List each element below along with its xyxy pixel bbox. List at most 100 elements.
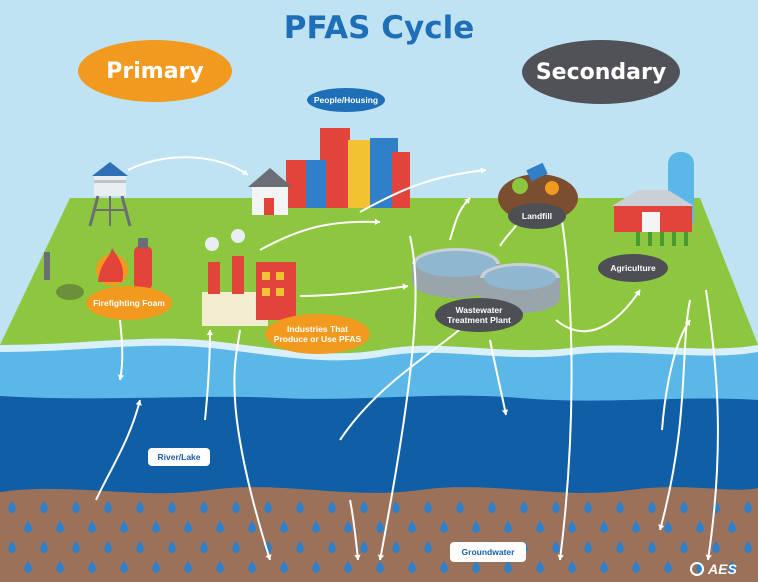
river-lake-label: River/Lake — [148, 448, 210, 466]
water-droplet-icon — [280, 521, 288, 533]
water-droplet-icon — [312, 561, 320, 573]
arrowhead-icon — [242, 169, 248, 175]
water-droplet-icon — [600, 521, 608, 533]
water-droplet-icon — [728, 521, 736, 533]
water-droplet-icon — [600, 561, 608, 573]
water-droplet-icon — [520, 501, 528, 513]
water-droplet-icon — [360, 541, 368, 553]
water-tower-icon — [88, 162, 132, 227]
arrowhead-icon — [117, 374, 125, 380]
water-droplet-icon — [8, 541, 16, 553]
water-droplet-icon — [392, 541, 400, 553]
firefighting-foam-label: Firefighting Foam — [86, 286, 172, 320]
water-droplet-icon — [504, 521, 512, 533]
city-buildings-icon — [248, 128, 410, 215]
water-droplet-icon — [120, 561, 128, 573]
water-droplet-icon — [728, 561, 736, 573]
water-droplet-icon — [440, 561, 448, 573]
water-droplet-icon — [536, 521, 544, 533]
water-droplet-icon — [376, 521, 384, 533]
water-droplet-icon — [616, 541, 624, 553]
water-droplet-icon — [488, 501, 496, 513]
water-droplet-icon — [632, 561, 640, 573]
water-droplet-icon — [56, 521, 64, 533]
water-droplet-icon — [376, 561, 384, 573]
water-droplet-icon — [136, 501, 144, 513]
water-droplet-icon — [632, 521, 640, 533]
industries-label: Industries That Produce or Use PFAS — [265, 314, 370, 354]
arrowhead-icon — [206, 330, 214, 336]
water-droplet-icon — [248, 521, 256, 533]
water-droplet-icon — [664, 561, 672, 573]
agriculture-label: Agriculture — [598, 254, 668, 282]
water-droplet-icon — [88, 561, 96, 573]
water-droplet-icon — [408, 561, 416, 573]
water-droplet-icon — [568, 561, 576, 573]
water-droplet-icon — [216, 561, 224, 573]
flow-arrows — [95, 156, 719, 561]
aes-logo: AES — [690, 560, 748, 578]
water-droplet-icon — [104, 501, 112, 513]
arrowhead-icon — [480, 167, 486, 174]
wastewater-tanks-icon — [412, 248, 560, 313]
river-deep-layer — [0, 392, 758, 497]
water-droplet-icon — [424, 541, 432, 553]
water-droplet-icon — [680, 501, 688, 513]
water-droplet-icon — [120, 521, 128, 533]
water-droplet-icon — [72, 501, 80, 513]
water-droplet-icon — [568, 521, 576, 533]
water-droplet-icon — [392, 501, 400, 513]
arrowhead-icon — [501, 409, 509, 415]
water-droplet-icon — [504, 561, 512, 573]
water-droplet-icon — [72, 541, 80, 553]
water-droplet-icon — [344, 561, 352, 573]
water-droplet-icon — [680, 541, 688, 553]
water-droplet-icon — [328, 541, 336, 553]
land-surface — [0, 198, 758, 354]
logo-text: AES — [708, 561, 737, 577]
arrowhead-icon — [557, 554, 564, 560]
water-droplet-icon — [40, 501, 48, 513]
water-droplet-icon — [8, 501, 16, 513]
water-droplet-icon — [104, 541, 112, 553]
water-droplet-icon — [24, 561, 32, 573]
water-droplet-icon — [584, 541, 592, 553]
arrowhead-icon — [684, 320, 690, 326]
water-droplet-icon — [152, 561, 160, 573]
secondary-sources-badge: Secondary — [522, 40, 680, 104]
arrowhead-icon — [464, 198, 470, 204]
water-droplet-icon — [40, 541, 48, 553]
water-droplet-icon — [296, 541, 304, 553]
water-droplet-icon — [360, 501, 368, 513]
arrowhead-icon — [354, 554, 361, 560]
water-droplet-icon — [696, 521, 704, 533]
factory-icon — [202, 229, 296, 326]
water-droplet-icon — [280, 561, 288, 573]
logo-mark-icon — [690, 562, 704, 576]
water-droplet-icon — [328, 501, 336, 513]
water-droplet-icon — [408, 521, 416, 533]
water-droplet-icon — [232, 501, 240, 513]
water-droplet-icon — [440, 521, 448, 533]
water-droplet-icon — [168, 501, 176, 513]
diagram-title: PFAS Cycle — [283, 10, 475, 46]
water-droplet-icon — [200, 541, 208, 553]
people-housing-label: People/Housing — [307, 88, 385, 112]
water-droplet-icon — [472, 521, 480, 533]
arrowhead-icon — [374, 218, 380, 226]
arrowhead-icon — [658, 524, 665, 530]
water-droplet-icon — [472, 561, 480, 573]
groundwater-label: Groundwater — [450, 542, 526, 562]
water-droplet-icon — [56, 561, 64, 573]
wastewater-treatment-label: Wastewater Treatment Plant — [435, 298, 523, 332]
arrowhead-icon — [377, 554, 385, 560]
water-droplet-icon — [552, 501, 560, 513]
water-droplet-icon — [184, 521, 192, 533]
primary-sources-badge: Primary — [78, 40, 232, 102]
arrowhead-icon — [705, 554, 712, 560]
water-droplet-icon — [648, 541, 656, 553]
water-droplet-icon — [536, 561, 544, 573]
water-droplet-icon — [616, 501, 624, 513]
landfill-label: Landfill — [508, 203, 566, 229]
